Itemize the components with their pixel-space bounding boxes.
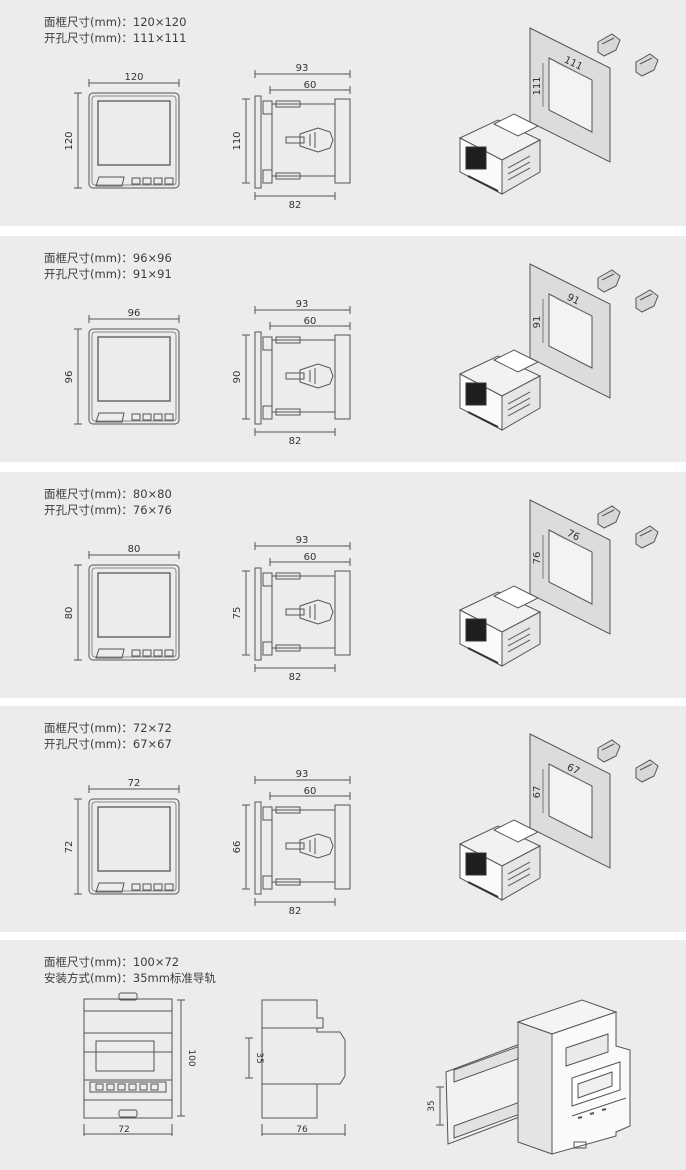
rail-mount-text: 安装方式(mm)：35mm标准导轨: [44, 971, 216, 985]
spec-text: 面框尺寸(mm)：96×96 开孔尺寸(mm)：91×91: [44, 250, 172, 282]
installation-view: [458, 27, 659, 195]
side-body-label: 60: [304, 80, 317, 91]
rail-side-rail-label: 35: [254, 1052, 264, 1063]
spec-text: 面框尺寸(mm)：72×72 开孔尺寸(mm)：67×67: [44, 720, 172, 752]
cut-height-label: 67: [532, 786, 543, 799]
front-width-label: 80: [128, 544, 141, 555]
front-view: [74, 785, 180, 895]
cutout-size-text: 开孔尺寸(mm)：111×111: [44, 31, 187, 45]
side-total-label: 93: [296, 769, 309, 780]
frame-size-text: 面框尺寸(mm)：72×72: [44, 721, 172, 735]
side-total-label: 93: [296, 63, 309, 74]
frame-size-text: 面框尺寸(mm)：96×96: [44, 251, 172, 265]
rail-front-width-label: 72: [118, 1125, 129, 1135]
rail-iso-label: 35: [427, 1100, 437, 1111]
side-height-label: 66: [232, 841, 243, 854]
drawing-area: 120 120: [64, 27, 659, 211]
side-height-label: 75: [232, 607, 243, 620]
drawing-area: 72 72: [64, 733, 659, 917]
rail-front-view: [83, 992, 185, 1136]
installation-view: [458, 263, 659, 431]
front-height-label: 120: [64, 131, 75, 150]
front-height-label: 72: [64, 841, 75, 854]
front-height-label: 80: [64, 607, 75, 620]
meter-spec-panel-3: 80 80: [0, 472, 686, 698]
spec-text: 面框尺寸(mm)：80×80 开孔尺寸(mm)：76×76: [44, 486, 172, 518]
rail-side-view: [245, 999, 346, 1136]
rail-spec-text: 面框尺寸(mm)：100×72 安装方式(mm)：35mm标准导轨: [44, 954, 216, 986]
rail-drawing-area: 100 72 35 76: [83, 992, 631, 1155]
side-height-label: 90: [232, 371, 243, 384]
frame-size-text: 面框尺寸(mm)：120×120: [44, 15, 187, 29]
cut-width-label: 76: [565, 528, 581, 543]
front-width-label: 120: [124, 72, 143, 83]
cutout-size-text: 开孔尺寸(mm)：76×76: [44, 503, 172, 517]
meter-spec-panel-2: 96 96: [0, 236, 686, 462]
side-view: [242, 306, 351, 436]
frame-size-text: 面框尺寸(mm)：80×80: [44, 487, 172, 501]
drawing-area: 80 80: [64, 499, 659, 683]
side-view: [242, 542, 351, 672]
front-width-label: 96: [128, 308, 141, 319]
cut-width-label: 67: [565, 762, 581, 777]
side-bottom-label: 82: [289, 200, 302, 211]
rail-installation-view: [436, 999, 631, 1155]
meter-spec-panel-4: 72 72: [0, 706, 686, 932]
rail-spec-panel: 100 72 35 76: [0, 940, 686, 1170]
cutout-size-text: 开孔尺寸(mm)：91×91: [44, 267, 172, 281]
meter-spec-panel-1: 120 120: [0, 0, 686, 226]
rail-front-height-label: 100: [186, 1049, 196, 1066]
front-height-label: 96: [64, 371, 75, 384]
side-bottom-label: 82: [289, 906, 302, 917]
side-total-label: 93: [296, 299, 309, 310]
side-view: [242, 70, 351, 200]
front-view: [74, 79, 180, 189]
side-body-label: 60: [304, 552, 317, 563]
side-total-label: 93: [296, 535, 309, 546]
side-bottom-label: 82: [289, 672, 302, 683]
cut-width-label: 91: [565, 292, 581, 307]
side-body-label: 60: [304, 786, 317, 797]
spec-text: 面框尺寸(mm)：120×120 开孔尺寸(mm)：111×111: [44, 14, 186, 46]
cut-height-label: 76: [532, 552, 543, 565]
cut-height-label: 111: [532, 76, 543, 95]
drawing-area: 96 96: [64, 263, 659, 447]
front-view: [74, 551, 180, 661]
cut-height-label: 91: [532, 316, 543, 329]
installation-view: [458, 499, 659, 667]
installation-view: [458, 733, 659, 901]
front-view: [74, 315, 180, 425]
cutout-size-text: 开孔尺寸(mm)：67×67: [44, 737, 172, 751]
front-width-label: 72: [128, 778, 141, 789]
side-body-label: 60: [304, 316, 317, 327]
side-height-label: 110: [232, 131, 243, 150]
rail-frame-size-text: 面框尺寸(mm)：100×72: [44, 955, 180, 969]
rail-side-depth-label: 76: [296, 1125, 308, 1135]
side-view: [242, 776, 351, 906]
side-bottom-label: 82: [289, 436, 302, 447]
